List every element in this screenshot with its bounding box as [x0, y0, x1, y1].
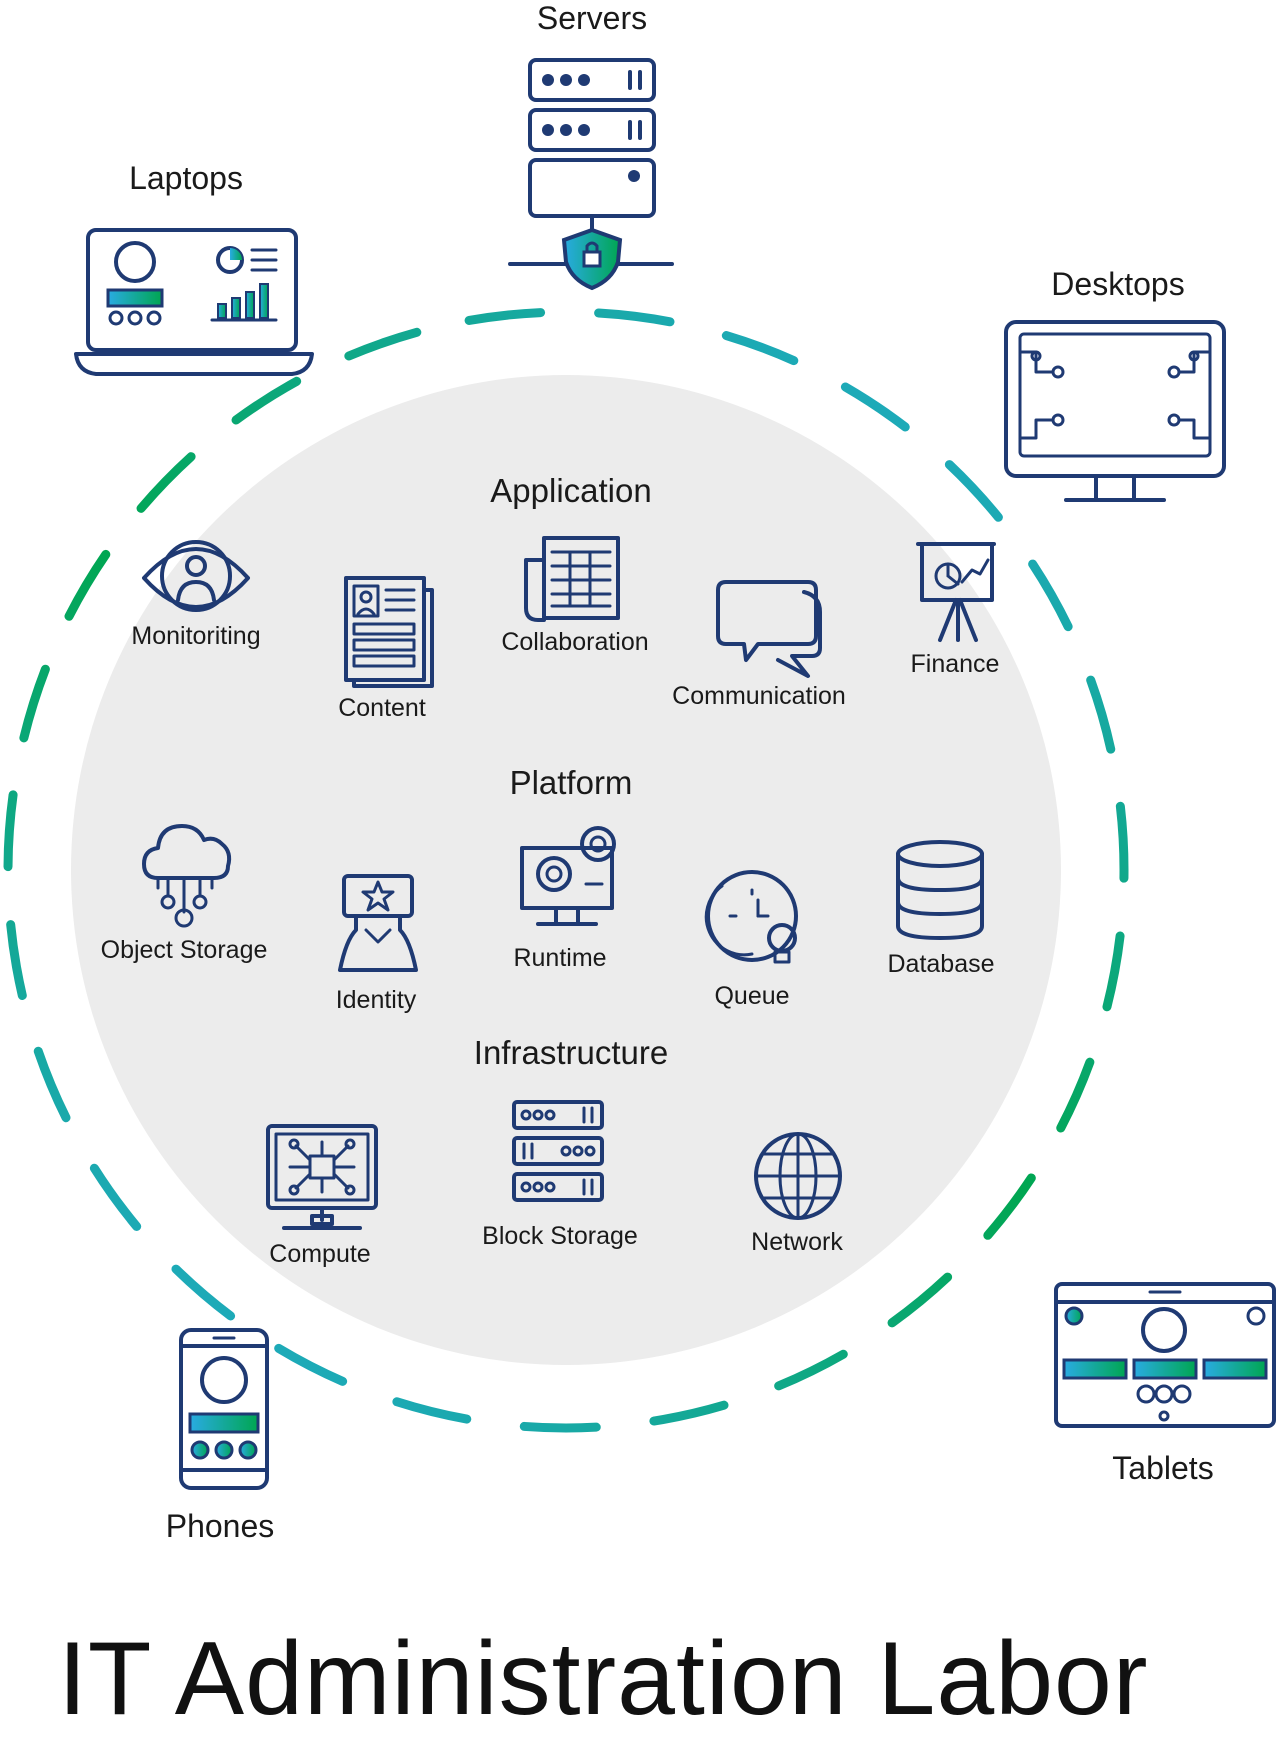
infrastructure-heading: Infrastructure — [473, 1034, 669, 1071]
queue-label: Queue — [714, 982, 790, 1010]
desktops-label: Desktops — [1051, 266, 1185, 302]
storage-rack-icon — [512, 1100, 604, 1202]
id-badge-icon — [338, 874, 418, 972]
phone-icon — [179, 1328, 269, 1490]
platform-heading: Platform — [509, 764, 633, 801]
gear-monitor-icon — [520, 826, 616, 926]
communication-label: Communication — [672, 682, 846, 710]
cloud-icon — [142, 824, 232, 928]
network-label: Network — [751, 1228, 843, 1256]
clock-icon — [704, 870, 798, 964]
collaboration-label: Collaboration — [501, 628, 649, 656]
laptop-icon — [74, 228, 314, 376]
tablet-icon — [1054, 1282, 1276, 1428]
circuit-monitor-icon — [266, 1124, 378, 1230]
services-circle — [71, 375, 1061, 1365]
globe-icon — [754, 1132, 842, 1220]
runtime-label: Runtime — [513, 944, 607, 972]
application-heading: Application — [490, 472, 652, 509]
desktop-icon — [1004, 320, 1226, 502]
document-icon — [344, 576, 434, 688]
block-storage-label: Block Storage — [482, 1222, 638, 1250]
monitoring-label: Monitoriting — [131, 622, 261, 650]
content-label: Content — [338, 694, 426, 722]
device-ring — [3, 307, 1129, 1433]
servers-label: Servers — [536, 0, 648, 36]
laptops-label: Laptops — [129, 160, 243, 196]
compute-label: Compute — [269, 1240, 371, 1268]
eye-icon — [142, 540, 250, 612]
tablets-label: Tablets — [1112, 1450, 1214, 1486]
finance-label: Finance — [910, 650, 1000, 678]
database-icon — [896, 840, 984, 940]
server-icon — [508, 58, 674, 291]
object-storage-label: Object Storage — [100, 936, 268, 964]
identity-label: Identity — [335, 986, 417, 1014]
page-title: IT Administration Labor — [58, 1621, 1149, 1737]
presentation-icon — [916, 542, 996, 642]
phones-label: Phones — [165, 1508, 275, 1544]
spreadsheet-icon — [524, 536, 620, 622]
database-label: Database — [887, 950, 995, 978]
chat-icon — [716, 580, 822, 678]
